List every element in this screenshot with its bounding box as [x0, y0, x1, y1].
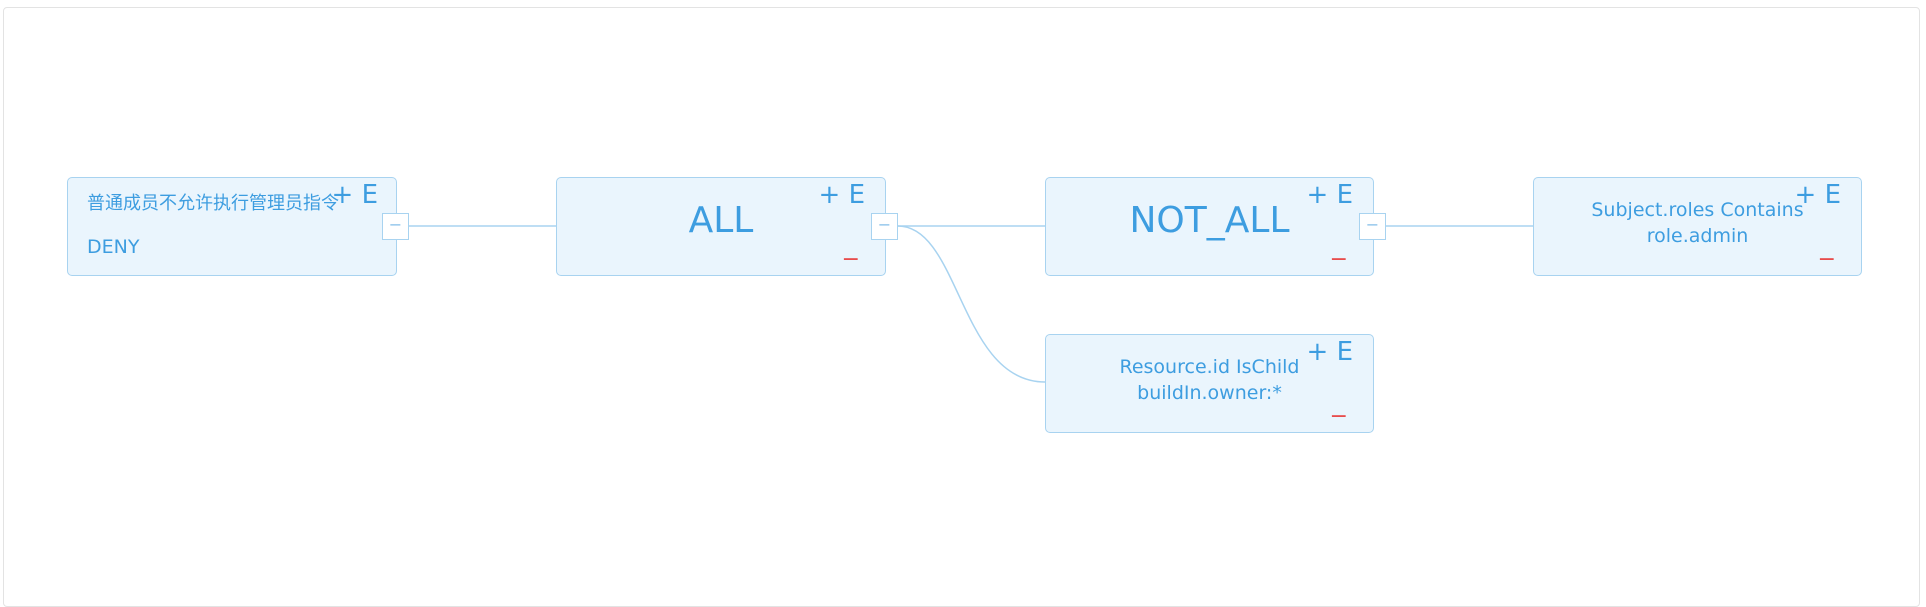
root-actions[interactable]: + E: [332, 180, 378, 210]
node-subject-condition[interactable]: Subject.roles Contains role.admin + E −: [1533, 177, 1862, 276]
remove-button[interactable]: −: [1329, 404, 1348, 429]
node-not-all-label: NOT_ALL: [1129, 200, 1290, 241]
policy-effect: DENY: [87, 236, 140, 258]
remove-button[interactable]: −: [1329, 247, 1348, 272]
add-edit-button[interactable]: + E: [1794, 180, 1841, 210]
policy-root-node[interactable]: 普通成员不允许执行管理员指令 + E DENY: [67, 177, 397, 276]
add-edit-button[interactable]: + E: [1306, 337, 1353, 367]
node-resource-actions[interactable]: + E: [1307, 337, 1353, 367]
node-not-all-actions[interactable]: + E: [1307, 180, 1353, 210]
add-edit-button[interactable]: + E: [1306, 180, 1353, 210]
node-resource-condition[interactable]: Resource.id IsChild buildIn.owner:* + E …: [1045, 334, 1374, 433]
add-edit-button[interactable]: + E: [818, 180, 865, 210]
add-edit-button[interactable]: + E: [331, 180, 378, 210]
node-not-all[interactable]: NOT_ALL + E −: [1045, 177, 1374, 276]
collapse-toggle-all[interactable]: −: [871, 213, 898, 240]
collapse-toggle-root[interactable]: −: [382, 213, 409, 240]
node-all-actions[interactable]: + E: [819, 180, 865, 210]
condition-label: Subject.roles Contains role.admin: [1591, 199, 1804, 247]
remove-button[interactable]: −: [1817, 247, 1836, 272]
node-all-label: ALL: [688, 200, 754, 241]
node-subject-actions[interactable]: + E: [1795, 180, 1841, 210]
diagram-canvas: [3, 7, 1920, 607]
condition-label: Resource.id IsChild buildIn.owner:*: [1119, 356, 1300, 404]
remove-button[interactable]: −: [841, 247, 860, 272]
collapse-toggle-not-all[interactable]: −: [1359, 213, 1386, 240]
node-all[interactable]: ALL + E −: [556, 177, 886, 276]
policy-title: 普通成员不允许执行管理员指令: [87, 193, 339, 214]
